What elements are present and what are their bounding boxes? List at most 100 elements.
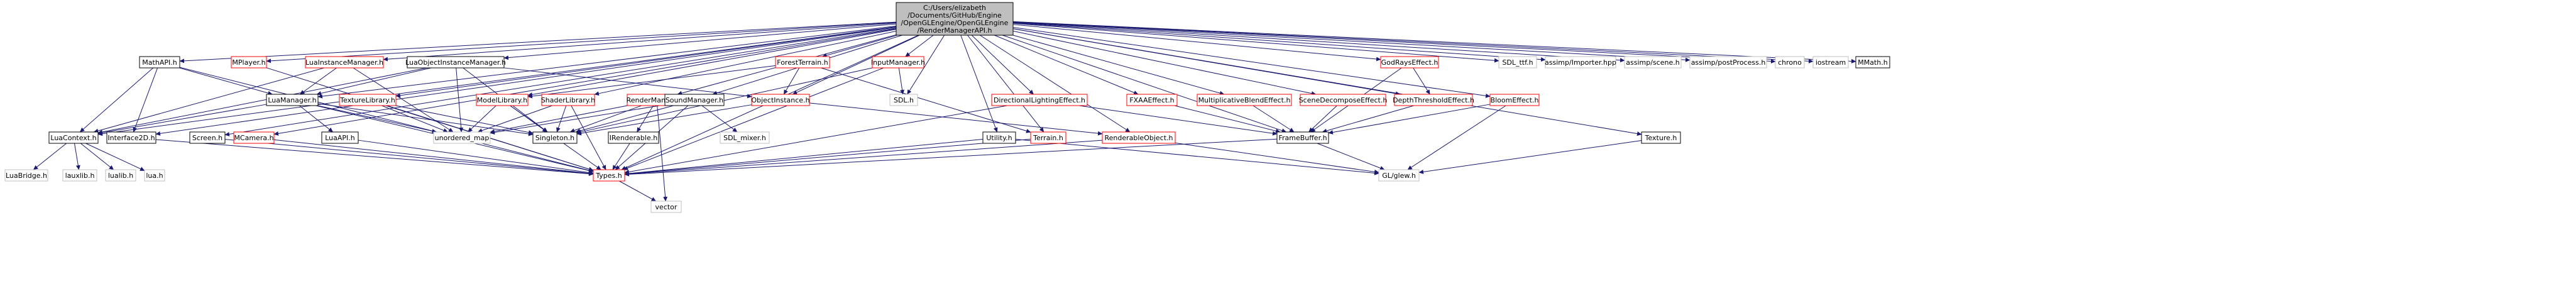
edge-soundmgr-to-singleton — [575, 105, 674, 133]
edge-shaderlib-to-types — [571, 105, 606, 170]
edge-luaobjinstmgr-to-luamanager — [316, 67, 432, 96]
edge-root-to-sdl — [907, 35, 945, 95]
node-texture[interactable]: Texture.h — [1641, 131, 1681, 144]
node-fxaa[interactable]: FXAAEffect.h — [1126, 94, 1178, 106]
node-assimpimporter: assimp/Importer.hpp — [1545, 56, 1616, 69]
node-texturelib[interactable]: TextureLibrary.h — [339, 94, 397, 106]
edge-modellib-to-unorderedmap — [468, 105, 496, 133]
node-singleton[interactable]: Singleton.h — [532, 131, 578, 144]
edge-luamanager-to-luacontext — [97, 104, 267, 135]
edge-mathapi-to-luamanager — [179, 67, 273, 96]
node-mmath[interactable]: MMath.h — [1855, 56, 1890, 69]
node-luamanager[interactable]: LuaManager.h — [266, 94, 319, 106]
node-box — [1489, 94, 1540, 106]
node-luaapi[interactable]: LuaAPI.h — [321, 131, 359, 144]
node-label: LuaObjectInstanceManager.h — [405, 58, 506, 67]
edge-bloom-to-glew — [1407, 105, 1506, 170]
edge-fxaa-to-framebuffer — [1174, 105, 1281, 133]
node-shaderlib[interactable]: ShaderLibrary.h — [541, 94, 595, 106]
edge-utility-to-glew — [1015, 138, 1379, 175]
node-terrain[interactable]: Terrain.h — [1030, 131, 1066, 144]
node-label: MMath.h — [1858, 58, 1888, 67]
node-label: LuaContext.h — [50, 134, 96, 142]
node-label: GL/glew.h — [1382, 172, 1416, 180]
node-mplayer[interactable]: MPlayer.h — [231, 56, 267, 69]
node-scenedecomp[interactable]: SceneDecomposeEffect.h — [1299, 94, 1388, 106]
node-root[interactable]: C:/Users/elizabeth/Documents/GitHub/Engi… — [896, 2, 1014, 36]
node-inputmgr[interactable]: InputManager.h — [871, 56, 925, 69]
edge-root-to-luainstmgr — [383, 23, 897, 62]
node-interface2d[interactable]: Interface2D.h — [106, 131, 156, 144]
node-luainstmgr[interactable]: LuaInstanceManager.h — [305, 56, 384, 69]
edge-multblend-to-framebuffer — [1252, 105, 1295, 133]
edge-interface2d-to-types — [155, 139, 594, 176]
edge-objinstance-to-renderableobj — [809, 102, 1103, 136]
node-label: DirectionalLightingEffect.h — [994, 96, 1085, 104]
node-label: SDL.h — [894, 96, 914, 104]
node-label: ForestTerrain.h — [777, 58, 828, 67]
node-box — [664, 94, 725, 106]
node-framebuffer[interactable]: FrameBuffer.h — [1276, 131, 1329, 144]
node-box — [1276, 131, 1329, 144]
node-mcamera[interactable]: MCamera.h — [233, 131, 275, 144]
node-types[interactable]: Types.h — [593, 169, 625, 182]
node-soundmgr[interactable]: SoundManager.h — [664, 94, 725, 106]
node-box — [1030, 131, 1066, 144]
edge-root-to-fxaa — [994, 35, 1139, 95]
node-irenderable[interactable]: IRenderable.h — [608, 131, 659, 144]
edge-root-to-utility — [960, 35, 998, 133]
node-objinstance[interactable]: ObjectInstance.h — [751, 94, 810, 106]
node-label: assimp/scene.h — [1626, 58, 1679, 67]
edge-luamanager-to-unorderedmap — [317, 105, 437, 133]
node-label: Texture.h — [1645, 134, 1677, 142]
node-label: lualib.h — [108, 172, 133, 180]
node-box — [266, 94, 319, 106]
node-glew: GL/glew.h — [1378, 169, 1420, 182]
edge-godrays-to-depththresh — [1413, 67, 1430, 95]
node-box — [305, 56, 384, 69]
node-forestterrain[interactable]: ForestTerrain.h — [775, 56, 830, 69]
node-dirlight[interactable]: DirectionalLightingEffect.h — [991, 94, 1088, 106]
edge-root-to-renderableobj — [980, 35, 1131, 133]
edge-rendermgr-to-irenderable — [637, 105, 654, 133]
nodes-layer: C:/Users/elizabeth/Documents/GitHub/Engi… — [4, 2, 1890, 213]
node-box — [889, 94, 918, 106]
node-godrays[interactable]: GodRaysEffect.h — [1380, 56, 1439, 69]
node-box — [593, 169, 625, 182]
node-renderableobj[interactable]: RenderableObject.h — [1102, 131, 1176, 144]
node-label: iostream — [1816, 58, 1846, 67]
node-modellib[interactable]: ModelLibrary.h — [476, 94, 529, 106]
edge-root-to-mathapi — [179, 21, 897, 63]
node-box — [1545, 56, 1616, 69]
node-box — [1378, 169, 1420, 182]
node-depththresh[interactable]: DepthThresholdEffect.h — [1393, 94, 1474, 106]
node-sdlttf: SDL_ttf.h — [1498, 56, 1537, 69]
node-box — [433, 131, 491, 144]
node-label: chrono — [1778, 58, 1802, 67]
node-luaobjinstmgr[interactable]: LuaObjectInstanceManager.h — [405, 56, 506, 69]
edge-root-to-modellib — [527, 29, 897, 97]
node-box — [775, 56, 830, 69]
edge-root-to-luacontext — [97, 26, 897, 136]
node-chrono: chrono — [1775, 56, 1805, 69]
node-multblend[interactable]: MultiplicativeBlendEffect.h — [1197, 94, 1292, 106]
node-label: vector — [655, 203, 677, 211]
edge-inputmgr-to-types — [623, 67, 884, 170]
node-mathapi[interactable]: MathAPI.h — [139, 56, 180, 69]
edge-forestterrain-to-objinstance — [783, 67, 800, 95]
node-label: LuaBridge.h — [6, 172, 47, 180]
edge-scenedecomp-to-framebuffer — [1308, 105, 1337, 133]
edge-luainstmgr-to-luacontext — [93, 67, 324, 133]
node-screen[interactable]: Screen.h — [189, 131, 226, 144]
node-bloom[interactable]: BloomEffect.h — [1489, 94, 1540, 106]
node-label: assimp/postProcess.h — [1691, 58, 1766, 67]
node-box — [106, 131, 156, 144]
node-box — [720, 131, 770, 144]
node-luacontext[interactable]: LuaContext.h — [48, 131, 99, 144]
node-utility[interactable]: Utility.h — [982, 131, 1016, 144]
node-label: GodRaysEffect.h — [1381, 58, 1439, 67]
edge-mathapi-to-interface2d — [133, 67, 158, 133]
edge-luacontext-to-lua — [85, 143, 145, 172]
node-sdl: SDL.h — [889, 94, 918, 106]
